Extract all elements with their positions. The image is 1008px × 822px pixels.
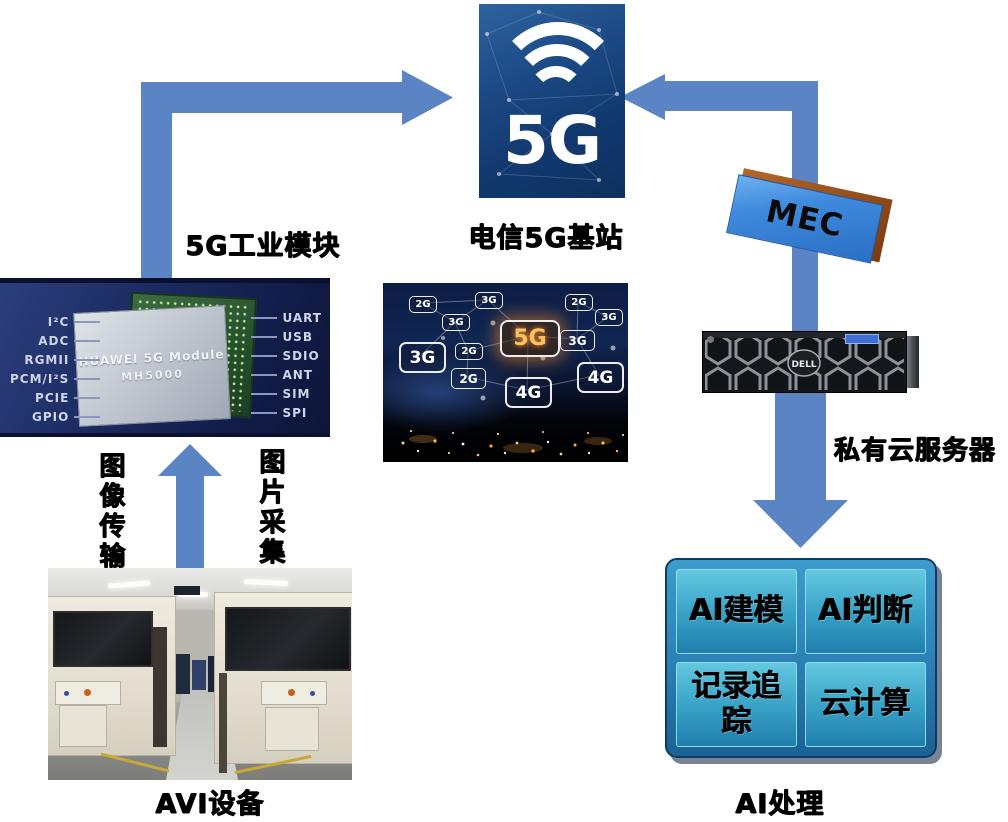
wifi-arc-inner-icon	[527, 66, 585, 124]
module-label: 5G工业模块	[185, 231, 341, 262]
pin-label: PCIE	[35, 391, 105, 405]
pin-line	[74, 340, 101, 342]
badge-2g: 2G	[565, 294, 593, 311]
badge-2g: 2G	[451, 368, 486, 389]
pin-line	[74, 321, 101, 323]
badge-2g: 2G	[409, 296, 437, 313]
arrow-server-to-ai-shaft	[775, 392, 826, 502]
ai-processing-label: AI处理	[735, 789, 825, 820]
server-power-button	[707, 336, 714, 343]
badge-3g: 3G	[442, 314, 470, 331]
badge-3g: 3G	[399, 342, 446, 373]
badge-3g: 3G	[595, 309, 623, 326]
badge-5g: 5G	[500, 320, 560, 357]
pin-label: I²C	[48, 315, 106, 329]
chip-model: MH5000	[120, 366, 185, 384]
image-transfer-label: 图像传输	[95, 452, 125, 572]
badge-3g: 3G	[475, 292, 503, 309]
machine-screen	[53, 611, 153, 667]
horizon-glow	[383, 353, 533, 433]
arrow-avi-to-module-shaft	[176, 474, 204, 568]
ai-cell-judgment: AI判断	[805, 569, 926, 654]
ai-grid: AI建模 AI判断 记录追踪 云计算	[676, 569, 926, 747]
arrow-mec-to-5g-horizontal	[663, 81, 818, 111]
distant-equipment	[192, 660, 206, 690]
server-rack-rail	[903, 336, 919, 388]
arrow-module-to-5g-horizontal	[141, 82, 403, 113]
logo-5g-text: 5G	[502, 102, 602, 179]
ai-cell-cloud-computing: 云计算	[805, 662, 926, 747]
pin-line	[74, 378, 101, 380]
server-indicator	[845, 334, 879, 344]
pin-label: SIM	[246, 387, 310, 401]
badge-2g: 2G	[455, 343, 483, 360]
machine-panel	[261, 681, 327, 705]
pin-line	[74, 359, 101, 361]
5g-module-image: HUAWEI 5G Module MH5000 I²C ADC RGMII PC…	[0, 278, 330, 437]
machine-slot	[219, 673, 227, 773]
ceiling-vent	[174, 586, 200, 595]
pin-line	[74, 416, 101, 418]
ai-cell-record-tracking: 记录追踪	[676, 662, 797, 747]
avi-machine-right	[214, 592, 352, 773]
image-capture-label: 图片采集	[255, 448, 285, 568]
arrow-avi-to-module-head	[158, 444, 222, 476]
pin-label: USB	[246, 330, 313, 344]
pin-label: RGMII	[24, 353, 105, 367]
mec-box-face: MEC	[726, 174, 884, 264]
avi-machine-left	[48, 596, 176, 756]
arrow-module-to-5g-vertical	[141, 82, 172, 278]
mec-label: MEC	[762, 193, 847, 245]
machine-button	[310, 691, 315, 696]
machine-button	[64, 691, 69, 696]
badge-4g: 4G	[577, 362, 624, 393]
base-station-label: 电信5G基站	[468, 223, 624, 254]
badge-3g: 3G	[560, 330, 595, 351]
mec-box: MEC	[725, 167, 894, 268]
pin-label: PCM/I²S	[10, 372, 105, 386]
pin-line	[251, 355, 278, 357]
pin-line	[74, 397, 101, 399]
machine-drawer	[59, 705, 107, 747]
arrow-module-to-5g-head	[402, 70, 453, 125]
pin-label: UART	[246, 311, 322, 325]
pin-line	[251, 336, 278, 338]
network-links	[401, 299, 624, 457]
pin-line	[251, 374, 278, 376]
network-generations-image: 2G 3G 2G 3G 3G 5G 2G 3G 3G 2G 4G 4G	[383, 283, 628, 462]
pin-line	[251, 317, 278, 319]
module-right-pins: UART USB SDIO ANT SIM SPI	[246, 311, 322, 420]
pin-line	[251, 412, 278, 414]
ai-processing-box: AI建模 AI判断 记录追踪 云计算	[665, 558, 937, 758]
machine-drawer	[265, 707, 319, 751]
pin-label: ADC	[38, 334, 105, 348]
machine-button	[288, 689, 295, 696]
ai-cell-modeling: AI建模	[676, 569, 797, 654]
avi-machines-image	[48, 568, 352, 780]
machine-slot	[153, 627, 167, 747]
machine-button	[84, 689, 91, 696]
arrow-server-to-ai-head	[753, 500, 848, 548]
avi-label: AVI设备	[155, 789, 265, 820]
server-brand-text: DELL	[791, 360, 816, 370]
private-cloud-label: 私有云服务器	[833, 436, 996, 466]
pin-label: SDIO	[246, 349, 319, 363]
pin-label: GPIO	[32, 410, 105, 424]
pin-line	[251, 393, 278, 395]
badge-4g: 4G	[505, 377, 552, 408]
pin-label: ANT	[246, 368, 313, 382]
pin-label: SPI	[246, 406, 307, 420]
machine-panel	[55, 681, 121, 705]
arrow-mec-to-5g-head	[620, 74, 665, 120]
module-left-pins: I²C ADC RGMII PCM/I²S PCIE GPIO	[10, 315, 105, 424]
machine-screen	[225, 607, 351, 671]
5g-base-station-image: 5G	[479, 4, 625, 198]
